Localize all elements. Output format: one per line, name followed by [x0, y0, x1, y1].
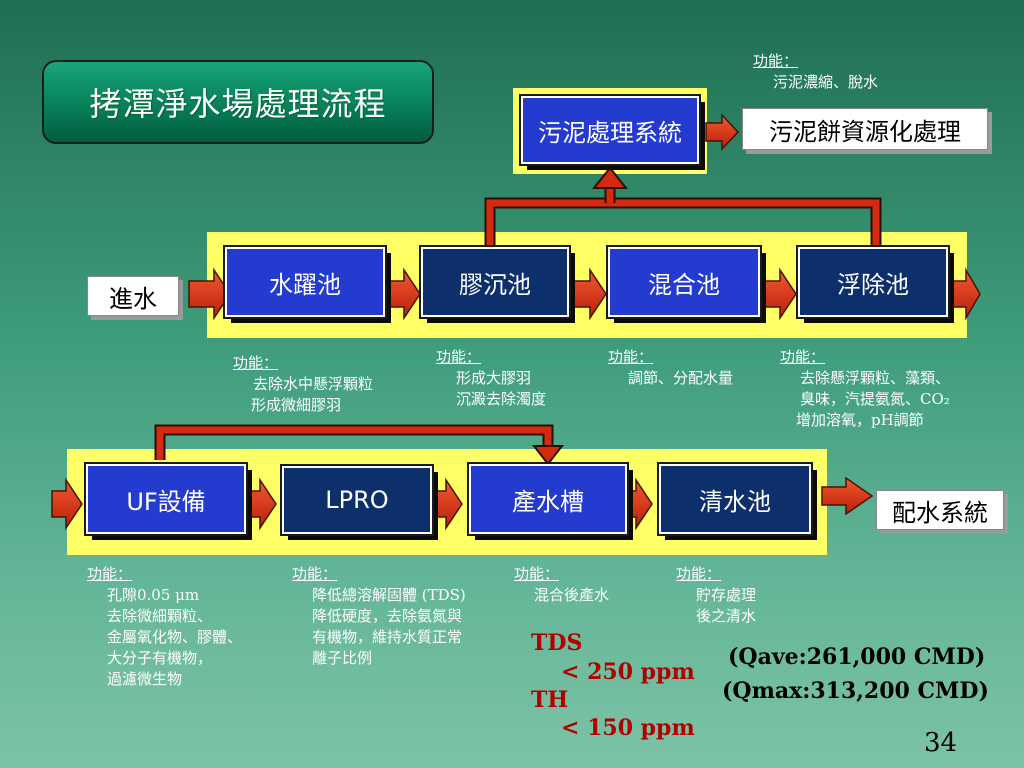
note-line: 過濾微生物: [107, 670, 183, 688]
note-line: 有機物，維持水質正常: [312, 628, 463, 646]
th-value: < 150 ppm: [561, 715, 695, 741]
note-lpro: 功能： 降低總溶解固體 (TDS) 降低硬度，去除氨氮與 有機物，維持水質正常 …: [292, 564, 466, 669]
note-head: 功能：: [514, 565, 560, 583]
note-line: 去除水中懸浮顆粒: [253, 375, 374, 393]
tds-value: < 250 ppm: [561, 659, 695, 685]
note-head: 功能：: [233, 354, 279, 372]
note-line: 混合後產水: [534, 586, 610, 604]
note-line: 調節、分配水量: [628, 369, 734, 387]
note-head: 功能：: [780, 348, 826, 366]
note-head: 功能：: [676, 565, 722, 583]
inlet-box: 進水: [87, 276, 179, 316]
note-coag-sed: 功能： 形成大膠羽 沉澱去除濁度: [436, 347, 546, 410]
note-uf: 功能： 孔隙0.05 μm 去除微細顆粒、 金屬氧化物、膠體、 大分子有機物， …: [87, 564, 242, 690]
note-line: 污泥濃縮、脫水: [773, 73, 879, 91]
unit-water-jump-basin: 水躍池: [223, 245, 387, 319]
note-line: 金屬氧化物、膠體、: [107, 628, 243, 646]
note-line: 去除微細顆粒、: [107, 607, 213, 625]
row2-arrows: [51, 476, 874, 531]
unit-coag-sed-basin: 膠沉池: [419, 245, 571, 319]
note-flotation: 功能： 去除懸浮顆粒、藻類、 臭味，汽提氨氮、CO₂ 增加溶氧，pH調節: [780, 347, 950, 431]
note-mixing: 功能： 調節、分配水量: [608, 347, 733, 389]
note-line: 去除懸浮顆粒、藻類、: [800, 369, 951, 387]
tds-label: TDS: [531, 630, 583, 656]
note-line: 大分子有機物，: [107, 649, 213, 667]
note-head: 功能：: [292, 565, 338, 583]
note-line: 後之清水: [696, 607, 757, 625]
sludge-output-arrow: [705, 113, 740, 151]
note-line: 貯存處理: [696, 586, 757, 604]
note-line: 離子比例: [312, 649, 373, 667]
unit-uf-equipment: UF設備: [84, 462, 248, 536]
note-clear-well: 功能： 貯存處理 後之清水: [676, 564, 756, 627]
sludge-system-box: 污泥處理系統: [519, 94, 701, 166]
sludge-return-line: [484, 166, 882, 248]
page-number: 34: [924, 728, 958, 758]
note-line: 臭味，汽提氨氮、CO₂: [800, 390, 950, 408]
unit-product-tank: 產水槽: [467, 462, 629, 536]
note-line: 降低總溶解固體 (TDS): [312, 586, 466, 604]
recycle-line: [154, 424, 565, 466]
distribution-system-box: 配水系統: [876, 490, 1004, 530]
unit-mixing-basin: 混合池: [606, 245, 762, 319]
note-water-jump: 功能： 去除水中懸浮顆粒 形成微細膠羽: [233, 353, 373, 416]
unit-lpro: LPRO: [280, 464, 434, 536]
note-head: 功能：: [87, 565, 133, 583]
note-line: 形成大膠羽: [456, 369, 532, 387]
note-line: 孔隙0.05 μm: [107, 586, 200, 604]
note-head: 功能：: [608, 348, 654, 366]
note-product-tank: 功能： 混合後產水: [514, 564, 609, 606]
page-title: 拷潭淨水場處理流程: [42, 60, 434, 144]
row1-arrows: [188, 267, 981, 321]
note-line: 沉澱去除濁度: [456, 390, 547, 408]
note-line: 形成微細膠羽: [251, 396, 342, 414]
note-head: 功能：: [436, 348, 482, 366]
sludge-cake-box: 污泥餅資源化處理: [742, 108, 988, 150]
note-line: 降低硬度，去除氨氮與: [312, 607, 463, 625]
th-label: TH: [531, 687, 569, 713]
qave-text: (Qave:261,000 CMD): [728, 644, 986, 670]
unit-flotation-basin: 浮除池: [796, 245, 950, 319]
qmax-text: (Qmax:313,200 CMD): [722, 678, 989, 704]
note-line: 增加溶氧，pH調節: [796, 411, 924, 429]
unit-clear-well: 清水池: [657, 462, 813, 536]
note-head: 功能：: [753, 52, 799, 70]
sludge-note: 功能： 污泥濃縮、脫水: [753, 51, 878, 93]
